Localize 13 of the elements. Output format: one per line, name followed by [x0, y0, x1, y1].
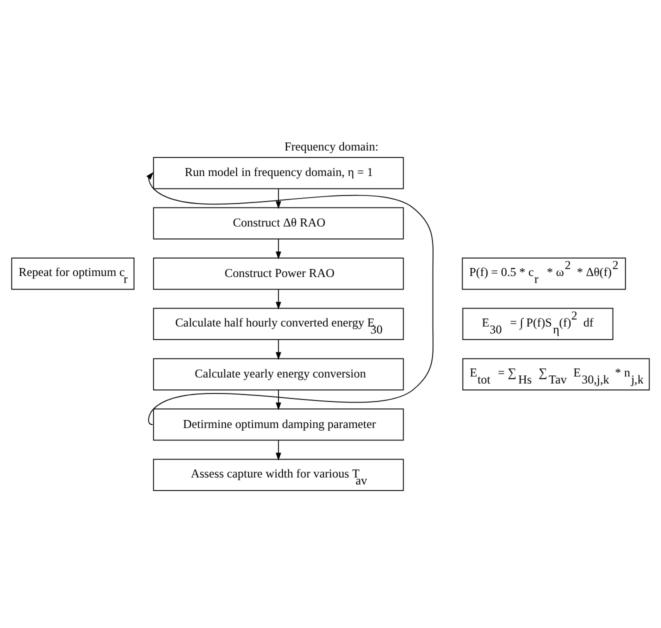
arrow [276, 440, 282, 461]
diagram-title: Frequency domain: [284, 140, 378, 154]
node-box: Calculate yearly energy conversion [153, 358, 404, 390]
arrow [276, 390, 282, 410]
arrow [276, 238, 282, 260]
node-box: Detirmine optimum damping parameter [153, 408, 404, 441]
arrow [276, 188, 282, 210]
node-box: Construct Power RAO [153, 258, 404, 290]
node-box: Construct Δθ RAO [153, 207, 404, 240]
arrow [146, 172, 434, 426]
arrow [276, 288, 282, 310]
arrow [276, 339, 282, 360]
node-box: Run model in frequency domain, η = 1 [153, 156, 404, 190]
